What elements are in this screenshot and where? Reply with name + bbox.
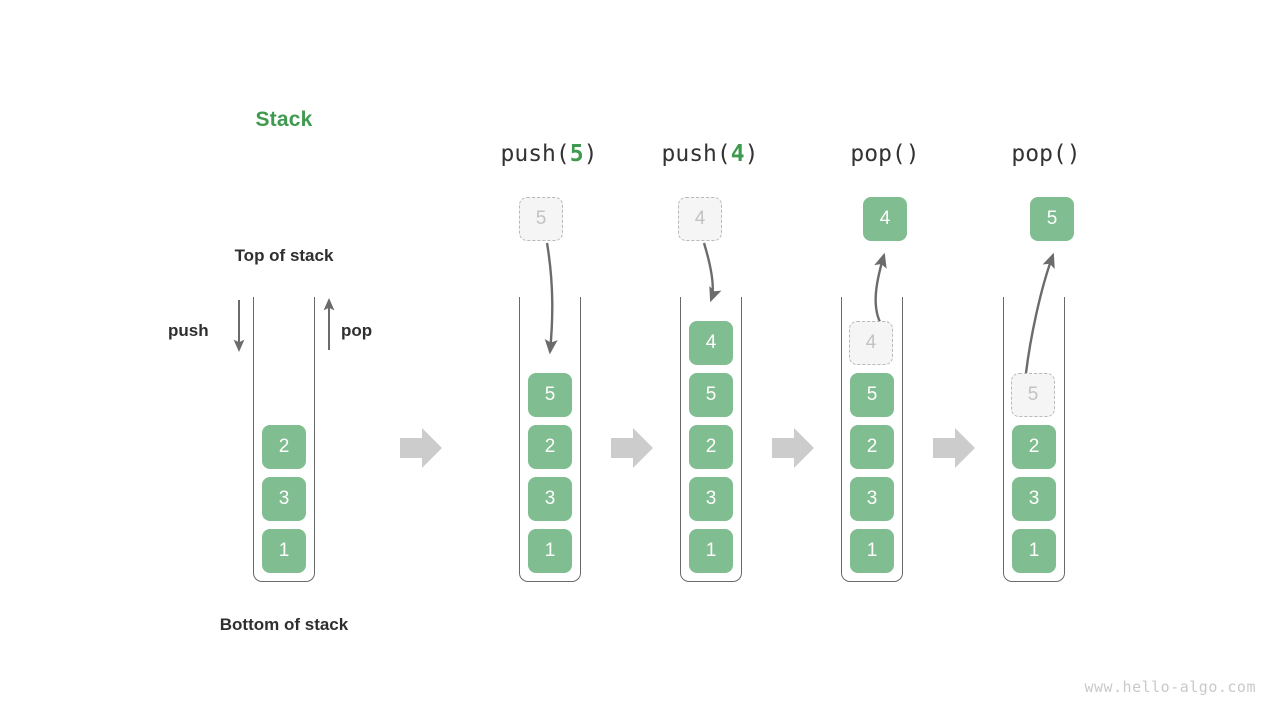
op-label-push-4: push(4): [625, 141, 795, 167]
bottom-of-stack-label: Bottom of stack: [219, 615, 349, 634]
stack-cell: 5: [689, 373, 733, 417]
op-label-pop-1: pop(): [800, 141, 970, 167]
step-arrow-3: [772, 428, 814, 468]
incoming-ghost-cell: 5: [519, 197, 563, 241]
stack-container-initial: [253, 297, 315, 582]
incoming-ghost-cell: 4: [678, 197, 722, 241]
stack-cell: 2: [689, 425, 733, 469]
stack-cell: 3: [689, 477, 733, 521]
op-text: ): [583, 141, 598, 167]
step-arrow-2: [611, 428, 653, 468]
op-text: push(: [500, 141, 570, 167]
stack-cell: 2: [850, 425, 894, 469]
stack-cell: 2: [1012, 425, 1056, 469]
op-label-pop-2: pop(): [961, 141, 1131, 167]
popped-cell: 5: [1030, 197, 1074, 241]
op-arg: 5: [569, 141, 584, 167]
op-text: pop(: [1011, 141, 1067, 167]
stack-cell: 3: [850, 477, 894, 521]
op-text: push(: [661, 141, 731, 167]
stack-container-push-5: [519, 297, 581, 582]
op-text: pop(: [850, 141, 906, 167]
popped-cell: 4: [863, 197, 907, 241]
stack-cell: 3: [262, 477, 306, 521]
stack-container-push-4: [680, 297, 742, 582]
stack-cell: 1: [689, 529, 733, 573]
top-of-stack-label: Top of stack: [234, 246, 334, 265]
pop-label: pop: [341, 321, 373, 340]
step-arrow-4: [933, 428, 975, 468]
stack-cell: 3: [528, 477, 572, 521]
vacated-ghost-cell: 5: [1011, 373, 1055, 417]
watermark: www.hello-algo.com: [1084, 678, 1256, 696]
op-arg: 4: [730, 141, 745, 167]
op-text: ): [1066, 141, 1081, 167]
stack-cell: 1: [850, 529, 894, 573]
stack-container-pop-2: [1003, 297, 1065, 582]
step-arrow-1: [400, 428, 442, 468]
stack-cell: 5: [528, 373, 572, 417]
stack-cell: 2: [262, 425, 306, 469]
stack-cell: 1: [262, 529, 306, 573]
push-label: push: [168, 321, 209, 340]
stack-cell: 5: [850, 373, 894, 417]
push-4-motion-arrow: [702, 242, 722, 303]
op-text: ): [744, 141, 759, 167]
op-label-push-5: push(5): [464, 141, 634, 167]
stack-cell: 4: [689, 321, 733, 365]
page-title: Stack: [255, 108, 313, 131]
stack-container-pop-1: [841, 297, 903, 582]
stack-cell: 1: [528, 529, 572, 573]
stack-cell: 3: [1012, 477, 1056, 521]
op-text: ): [905, 141, 920, 167]
stack-cell: 2: [528, 425, 572, 469]
vacated-ghost-cell: 4: [849, 321, 893, 365]
stack-cell: 1: [1012, 529, 1056, 573]
